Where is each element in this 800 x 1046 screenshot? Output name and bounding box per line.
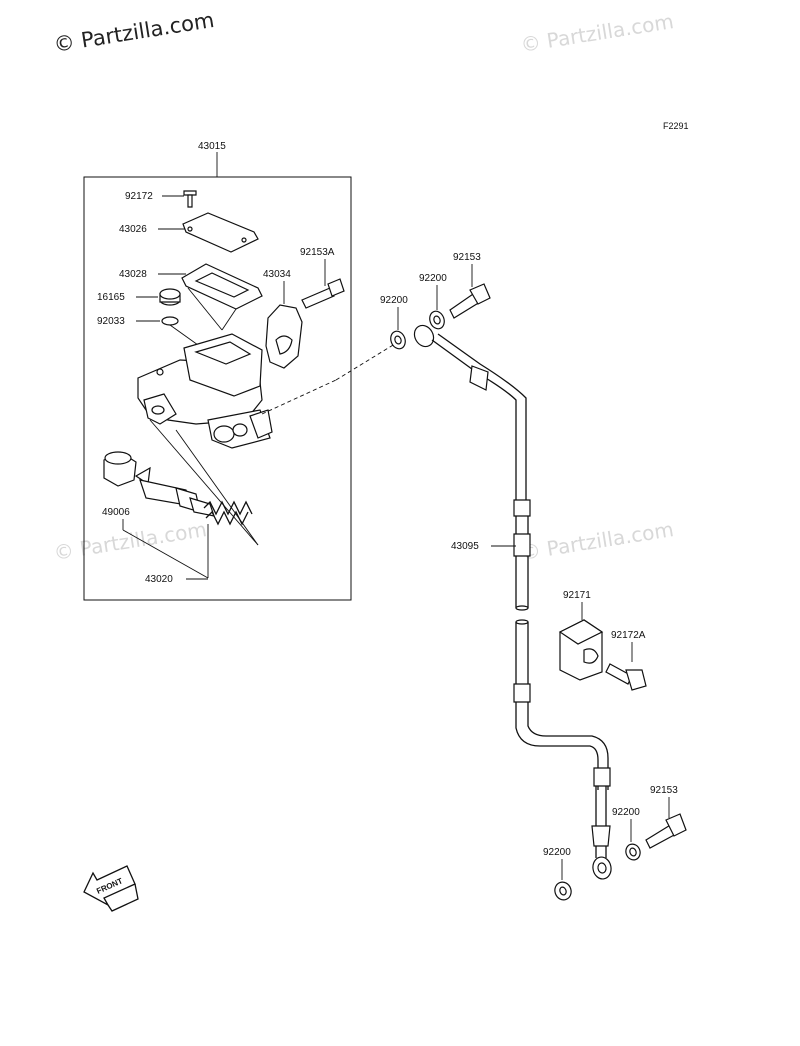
callout-43015: 43015 [198,141,226,152]
banjo-top-part [449,283,491,319]
callout-92153-bottom: 92153 [650,785,678,796]
callout-43034: 43034 [263,269,291,280]
watermark-mid-right: © Partzilla.com [519,517,675,565]
callout-92153a: 92153A [300,247,335,258]
callout-92171: 92171 [563,590,591,601]
callout-49006: 49006 [102,507,130,518]
holder-part [265,304,303,369]
diaphragm-part [181,263,263,331]
watermark-main: © Partzilla.com [52,8,216,57]
front-arrow-icon: FRONT [83,865,139,912]
callout-43020: 43020 [145,574,173,585]
callout-16165: 16165 [97,292,125,303]
callout-92200-top-left: 92200 [380,295,408,306]
callout-92200-bottom-right: 92200 [612,807,640,818]
oring-part [161,316,179,326]
bolt-clamp-part [605,663,647,691]
callout-92172a: 92172A [611,630,646,641]
callout-92172: 92172 [125,191,153,202]
master-cylinder-part [137,333,273,449]
callout-43095: 43095 [451,541,479,552]
figure-code: F2291 [663,121,689,131]
callout-43026: 43026 [119,224,147,235]
banjo-bottom-part [645,813,687,849]
bolt-a-part [301,278,345,309]
callout-92153-top: 92153 [453,252,481,263]
watermark-top-right: © Partzilla.com [519,9,675,57]
piston-part [103,451,253,526]
watermark-mid-left: © Partzilla.com [52,517,208,565]
clamp-part [558,619,604,681]
brake-hose-part [413,324,612,880]
assembly-box [83,176,352,601]
screw-part [183,190,197,208]
callout-92200-bottom-left: 92200 [543,847,571,858]
callout-92033: 92033 [97,316,125,327]
callout-92200-top-right: 92200 [419,273,447,284]
cap-small-part [159,288,181,306]
cap-part [182,212,259,253]
callout-43028: 43028 [119,269,147,280]
